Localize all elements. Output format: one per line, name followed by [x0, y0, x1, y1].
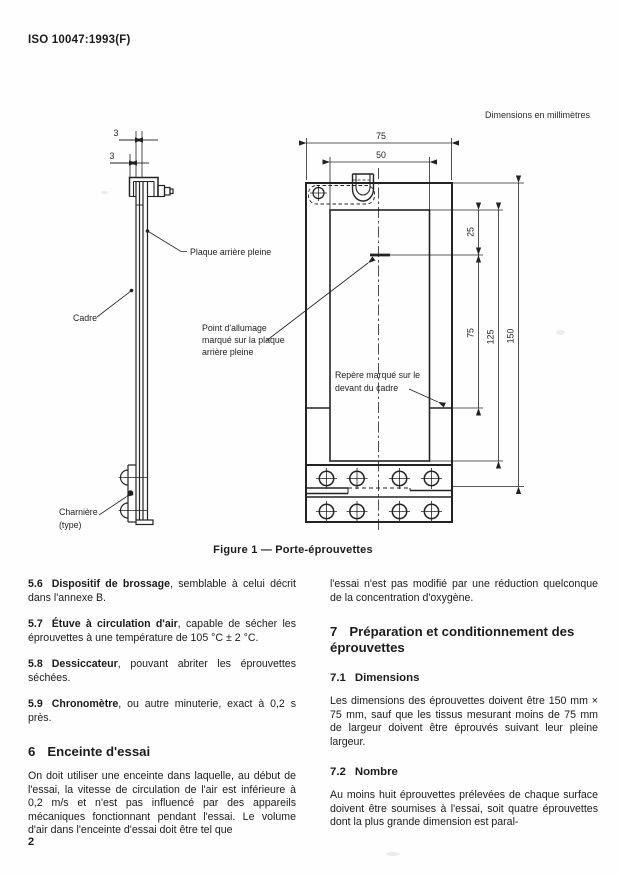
clause-number: 5.8 — [28, 658, 43, 671]
plates — [135, 181, 154, 526]
figure-caption-text: Figure 1 — Porte-éprouvettes — [213, 544, 373, 556]
section-number: 7.1 — [330, 671, 346, 684]
bolt-hole — [421, 468, 442, 489]
section-7-2-paragraph: Au moins huit éprouvettes prélevées de c… — [330, 789, 598, 829]
label-plaque: Plaque arrière pleine — [190, 247, 271, 257]
label-point-1: Point d'allumage — [202, 323, 267, 333]
clause-number: 5.6 — [28, 578, 43, 590]
section-title: Dimensions — [354, 671, 420, 684]
section-number: 6 — [28, 744, 36, 760]
clause-5-9: 5.9 Chronomètre, ou autre minuterie, exac… — [28, 698, 296, 725]
clause-term: Chronomètre — [51, 698, 119, 711]
label-point-2: marqué sur la plaque — [202, 335, 285, 345]
mounting-hole — [310, 185, 327, 201]
front-view — [265, 168, 453, 531]
figure-text: 3 3 75 50 25 75 125 150 Plaque arrière p… — [59, 128, 516, 530]
label-point-3: arrière pleine — [202, 347, 253, 357]
section-title: Nombre — [354, 765, 398, 778]
section-number: 7 — [330, 624, 338, 640]
bolt-row-bottom — [316, 501, 442, 522]
clamp-bolt — [157, 184, 174, 198]
section-6-paragraph: On doit utiliser une enceinte dans laque… — [28, 770, 296, 837]
bolt-hole — [389, 468, 410, 489]
section-title: Enceinte d'essai — [47, 744, 151, 760]
hinge-pivot — [127, 490, 134, 496]
section-7-1-paragraph: Les dimensions des éprouvettes doivent ê… — [330, 695, 598, 749]
side-view — [96, 131, 187, 526]
right-column: l'essai n'est pas modifié par une réduct… — [330, 578, 598, 843]
bolt-hole — [421, 501, 442, 522]
section-7-2-heading: 7.2 Nombre — [330, 765, 598, 780]
left-column: 5.6 Dispositif de brossage, semblable à c… — [28, 578, 296, 851]
label-repere-2: devant du cadre — [335, 383, 398, 393]
dim-label-150: 150 — [506, 329, 516, 344]
label-repere-1: Repère marqué sur le — [335, 370, 420, 380]
continued-paragraph: l'essai n'est pas modifié par une réduct… — [330, 578, 598, 604]
bolt-hole — [389, 501, 410, 522]
clause-text: , pouvant abriter les éprouvettes séchée… — [28, 658, 296, 684]
dimension-lines — [299, 138, 524, 494]
scan-artifact — [386, 852, 400, 856]
clause-5-6: 5.6 Dispositif de brossage, semblable à c… — [28, 578, 296, 605]
clause-term: Dessiccateur — [51, 658, 118, 671]
clamp-bracket — [128, 176, 159, 198]
section-6-heading: 6 Enceinte d'essai — [28, 744, 296, 760]
section-number: 7.2 — [330, 765, 346, 778]
dim-label-75w: 75 — [376, 131, 386, 141]
clause-term: Dispositif de brossage — [51, 578, 171, 590]
dim-label-125: 125 — [486, 330, 496, 345]
bolt-hole — [346, 468, 368, 489]
doc-reference: ISO 10047:1993(F) — [28, 34, 131, 46]
clause-text: , semblable à celui décrit dans l'annexe… — [28, 578, 296, 604]
bolt-hole — [316, 501, 337, 522]
clause-text: , ou autre minuterie, exact à 0,2 s près… — [28, 698, 296, 724]
clause-number: 5.7 — [28, 618, 43, 631]
ignition-leader — [265, 256, 376, 342]
clip-footprint-dashed — [308, 185, 375, 205]
clause-5-8: 5.8 Dessiccateur, pouvant abriter les épr… — [28, 658, 296, 685]
specimen-clip — [351, 173, 375, 202]
dim-label-3b: 3 — [110, 151, 115, 161]
side-view-leaders — [96, 229, 187, 516]
clause-5-7: 5.7 Étuve à circulation d'air, capable de… — [28, 618, 296, 645]
dimensions-note: Dimensions en millimètres — [484, 110, 590, 120]
scan-artifact — [556, 330, 565, 335]
label-charniere-2: (type) — [59, 520, 82, 530]
bolt-hole — [346, 501, 368, 522]
bolt-hole — [316, 468, 337, 489]
thickness-extension-lines — [129, 131, 143, 177]
bolt-row-top — [316, 468, 442, 489]
dim-label-25: 25 — [466, 227, 476, 237]
frame-opening — [329, 209, 431, 462]
section-7-1-heading: 7.1 Dimensions — [330, 671, 598, 686]
clause-number: 5.9 — [28, 698, 43, 711]
clause-text: , capable de sécher les éprouvettes à un… — [28, 618, 296, 644]
label-charniere-1: Charnière — [59, 507, 98, 517]
figure1-drawing: 3 3 75 50 25 75 125 150 Plaque arrière p… — [59, 128, 524, 531]
dim-label-3a: 3 — [114, 128, 119, 138]
figure-caption: Figure 1 — Porte-éprouvettes — [33, 544, 553, 556]
frame-outline — [305, 182, 453, 523]
dim-label-50: 50 — [376, 150, 386, 160]
repere-leader — [408, 388, 446, 408]
label-cadre: Cadre — [73, 313, 97, 323]
section-title: Préparation et conditionnement des éprou… — [330, 624, 575, 655]
clamp-bars — [306, 464, 452, 498]
scan-artifact — [101, 191, 108, 194]
dim-label-75h: 75 — [466, 328, 476, 338]
clause-term: Étuve à circulation d'air — [51, 618, 178, 631]
page-number: 2 — [28, 836, 35, 848]
